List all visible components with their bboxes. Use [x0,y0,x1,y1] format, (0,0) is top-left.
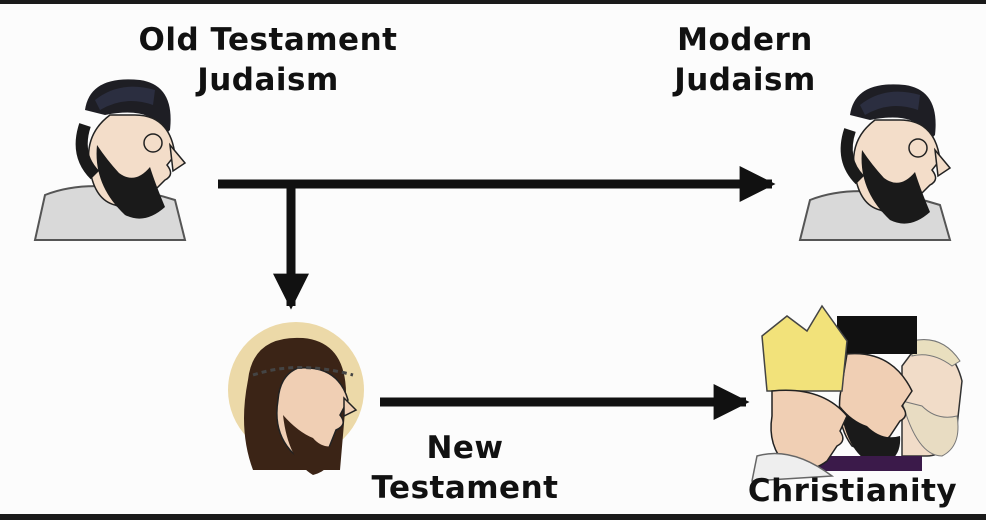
jesus-icon [228,322,364,475]
label-old-testament-judaism: Old Testament Judaism [138,22,398,98]
label-christianity: Christianity [747,473,958,509]
rabbi-right-icon [798,84,952,241]
label-new-testament: New Testament [371,430,559,506]
christianity-group-icon [751,304,963,482]
rabbi-left-icon [33,79,187,241]
label-modern-judaism: Modern Judaism [674,22,816,98]
